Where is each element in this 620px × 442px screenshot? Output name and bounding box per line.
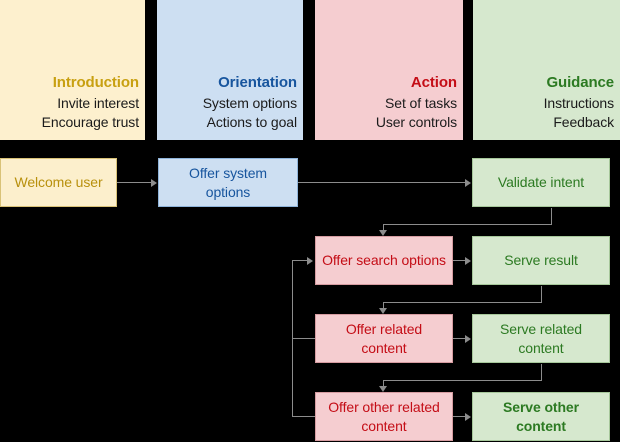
edge-validate-down — [551, 208, 552, 224]
edge-welcome-to-offer-system — [117, 182, 152, 183]
legend-panel-introduction: Introduction Invite interest Encourage t… — [0, 0, 145, 140]
edge-validate-into-offer-search — [383, 224, 384, 233]
node-welcome-user[interactable]: Welcome user — [0, 158, 117, 207]
arrowhead-validate-intent — [465, 179, 471, 187]
node-offer-related-content[interactable]: Offer related content — [315, 314, 453, 363]
arrowhead-offer-other-related-content — [379, 386, 387, 392]
node-label-serve-result: Serve result — [504, 252, 578, 268]
arrowhead-serve-related-content — [465, 335, 471, 343]
legend-line-orientation-2: Actions to goal — [206, 114, 297, 130]
edge-serve-result-across — [383, 302, 542, 303]
edge-loopback-mid-tap — [292, 338, 315, 339]
legend-panel-action: Action Set of tasks User controls — [315, 0, 463, 140]
node-label-validate-intent: Validate intent — [497, 174, 585, 190]
edge-validate-across — [383, 224, 552, 225]
node-label-offer-system-options: Offer system options — [189, 164, 267, 200]
legend-title-action: Action — [410, 74, 457, 91]
legend-line-action-1: Set of tasks — [385, 95, 457, 111]
edge-offer-other-to-serve-other — [453, 416, 466, 417]
legend-panel-guidance: Guidance Instructions Feedback — [473, 0, 620, 140]
node-serve-other-content[interactable]: Serve other content — [472, 392, 610, 441]
legend-line-action-2: User controls — [375, 114, 457, 130]
node-label-offer-related-content: Offer related content — [345, 320, 423, 356]
arrowhead-offer-system-options — [151, 179, 157, 187]
arrowhead-serve-other-content — [465, 413, 471, 421]
node-serve-related-content[interactable]: Serve related content — [472, 314, 610, 363]
legend-line-introduction-1: Invite interest — [57, 95, 139, 111]
legend-title-guidance: Guidance — [546, 74, 614, 91]
node-offer-system-options[interactable]: Offer system options — [158, 158, 298, 207]
node-label-welcome-user: Welcome user — [14, 174, 103, 190]
edge-serve-related-down — [541, 364, 542, 380]
edge-serve-related-into-offer-other — [383, 380, 384, 389]
legend-title-introduction: Introduction — [52, 74, 139, 91]
arrowhead-loopback-offer-search-options — [307, 257, 313, 265]
legend-panel-orientation: Orientation System options Actions to go… — [157, 0, 303, 140]
edge-serve-result-down — [541, 286, 542, 302]
edge-serve-related-across — [383, 380, 542, 381]
legend-line-introduction-2: Encourage trust — [41, 114, 139, 130]
edge-offer-search-to-serve-result — [453, 260, 466, 261]
node-offer-search-options[interactable]: Offer search options — [315, 236, 453, 285]
node-validate-intent[interactable]: Validate intent — [472, 158, 610, 207]
node-label-offer-search-options: Offer search options — [322, 252, 446, 268]
edge-loopback-top — [292, 260, 308, 261]
node-label-serve-other-content: Serve other content — [503, 398, 579, 434]
edge-loopback-bottom — [292, 416, 315, 417]
node-label-offer-other-related-content: Offer other related content — [328, 398, 440, 434]
node-label-serve-related-content: Serve related content — [500, 320, 582, 356]
node-serve-result[interactable]: Serve result — [472, 236, 610, 285]
arrowhead-offer-related-content — [379, 308, 387, 314]
legend-line-orientation-1: System options — [202, 95, 297, 111]
edge-serve-result-into-offer-related — [383, 302, 384, 311]
legend-title-orientation: Orientation — [218, 74, 297, 91]
legend-line-guidance-2: Feedback — [553, 114, 614, 130]
node-offer-other-related-content[interactable]: Offer other related content — [315, 392, 453, 441]
arrowhead-serve-result — [465, 257, 471, 265]
edge-offer-related-to-serve-related — [453, 338, 466, 339]
legend-line-guidance-1: Instructions — [543, 95, 614, 111]
arrowhead-offer-search-options — [379, 230, 387, 236]
edge-offer-system-to-validate — [298, 182, 466, 183]
